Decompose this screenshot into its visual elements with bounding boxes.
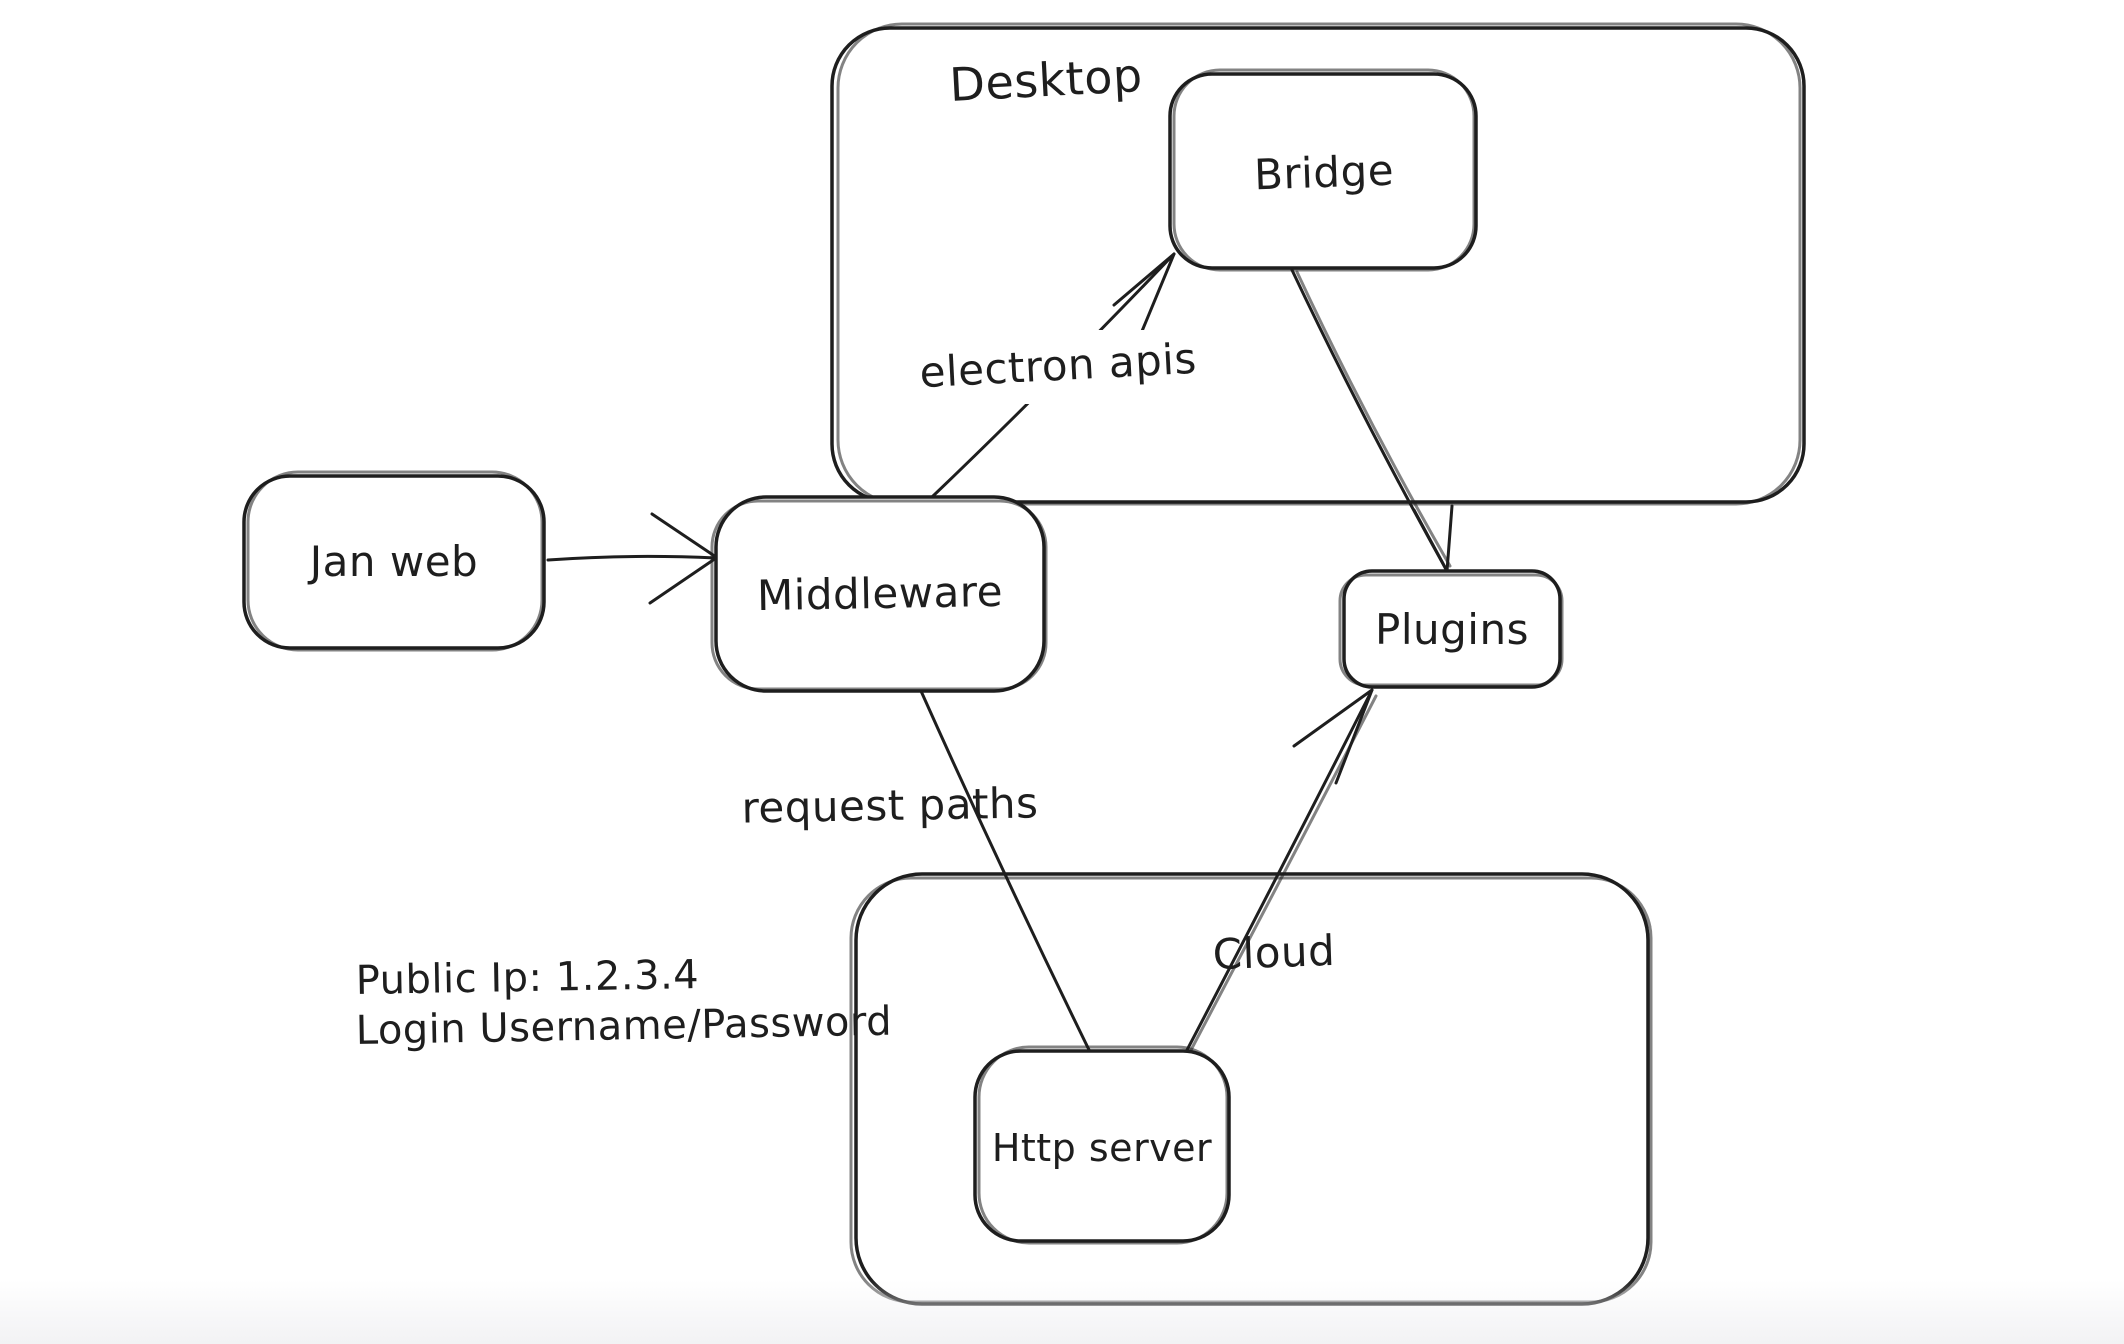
node-bridge-box-sketch-echo (1172, 68, 1476, 272)
cloud-container-label[interactable]: Cloud (1212, 926, 1336, 979)
node-httpserver-box-sketch-echo (977, 1045, 1229, 1245)
edge-middleware-to-bridge-arrowhead[interactable] (1112, 252, 1176, 338)
edge-httpserver-to-plugins-shaft[interactable] (1184, 688, 1374, 1054)
node-middleware-box[interactable] (714, 495, 1046, 693)
node-plugins-box[interactable] (1342, 569, 1562, 689)
desktop-container-box[interactable] (830, 26, 1806, 504)
node-bridge-box[interactable] (1168, 72, 1478, 270)
node-bridge-label[interactable]: Bridge (1253, 146, 1395, 200)
node-middleware[interactable] (710, 495, 1048, 693)
desktop-container-label[interactable]: Desktop (948, 48, 1144, 112)
node-janweb-label[interactable]: Jan web (307, 537, 478, 586)
edge-label-electron-apis-backing (900, 330, 1216, 404)
node-janweb-box-sketch-echo (246, 470, 544, 652)
node-middleware-box-sketch-echo (710, 499, 1048, 691)
annotation-login-credentials[interactable]: Login Username/Password (355, 999, 892, 1054)
edge-middleware-to-httpserver[interactable] (919, 689, 1094, 1058)
node-plugins-box-sketch-echo (1338, 573, 1564, 687)
node-plugins[interactable] (1338, 569, 1564, 689)
node-bridge[interactable] (1168, 68, 1478, 272)
edge-janweb-to-middleware-shaft[interactable] (546, 554, 718, 562)
node-plugins-label[interactable]: Plugins (1375, 605, 1529, 654)
edge-bridge-to-plugins-shaft-sketch-echo (1295, 270, 1452, 568)
desktop-container-box-sketch-echo (836, 22, 1802, 506)
edge-janweb-to-middleware-arrowhead[interactable] (648, 512, 724, 605)
edge-janweb-to-middleware[interactable] (546, 512, 724, 605)
edge-middleware-to-httpserver-shaft[interactable] (919, 689, 1094, 1058)
edge-httpserver-to-plugins-arrowhead[interactable] (1292, 688, 1374, 785)
edge-bridge-to-plugins-arrowhead[interactable] (1412, 504, 1454, 573)
desktop-container[interactable] (830, 22, 1806, 506)
node-httpserver[interactable] (973, 1045, 1231, 1245)
annotation-public-ip[interactable]: Public Ip: 1.2.3.4 (355, 952, 699, 1004)
node-httpserver-box[interactable] (973, 1049, 1231, 1243)
edge-bridge-to-plugins[interactable] (1290, 268, 1454, 573)
edge-httpserver-to-plugins[interactable] (1184, 688, 1378, 1054)
node-httpserver-label[interactable]: Http server (992, 1126, 1212, 1170)
node-janweb[interactable] (242, 470, 546, 652)
node-janweb-box[interactable] (242, 474, 546, 650)
edge-label-request-paths[interactable]: request paths (741, 778, 1039, 832)
node-middleware-label[interactable]: Middleware (757, 567, 1004, 620)
